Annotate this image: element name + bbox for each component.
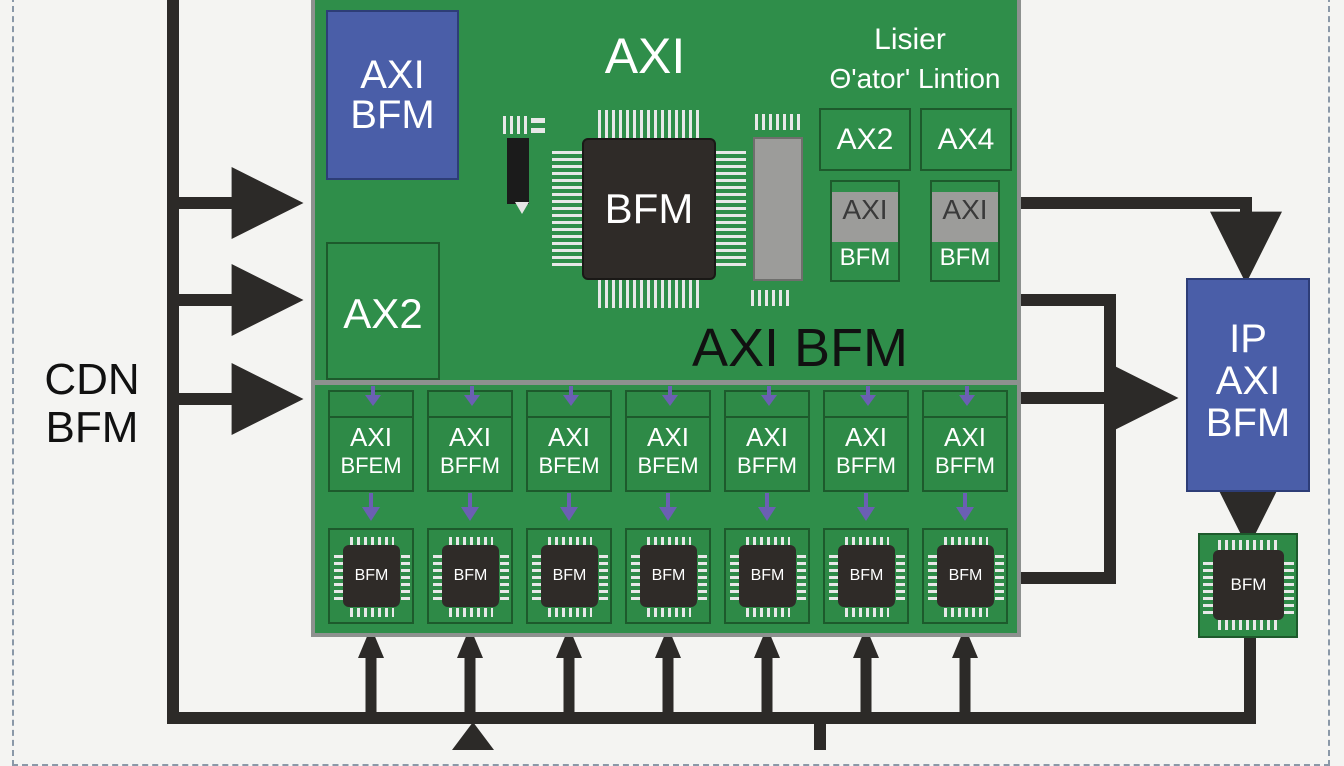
down-arrow-icon [860, 386, 876, 406]
row-cell-line2: BFFM [440, 453, 500, 478]
up-arrow-head [853, 627, 879, 658]
main-chip-pins-left [552, 150, 582, 266]
down-arrow-icon [755, 493, 779, 530]
down-arrow-icon [662, 386, 678, 406]
row-cell-line1: AXI [350, 422, 392, 452]
board-subtitle-1: Lisier [874, 23, 946, 56]
row-cell-line1: AXI [746, 422, 788, 452]
down-arrow-icon [656, 493, 680, 530]
ax2-left-block [326, 242, 440, 380]
up-arrow-head [754, 627, 780, 658]
ip-axi-bfm-block [1186, 278, 1310, 492]
row-cell-line2: BFFM [737, 453, 797, 478]
ax2-small-label: AX2 [836, 123, 894, 156]
main-chip-pins-top [598, 110, 702, 138]
down-arrow-icon [563, 386, 579, 406]
axi-bfm-card-2 [930, 180, 1000, 282]
connector-component [507, 138, 529, 204]
ax4-small-label: AX4 [937, 123, 995, 156]
row-cell-line1: AXI [944, 422, 986, 452]
board-center-label: AXI BFM [691, 318, 909, 378]
up-arrow-head [952, 627, 978, 658]
ax2-left-block-label: AX2 [343, 290, 423, 337]
down-arrow-icon [359, 493, 383, 530]
axi-bfm-block-label: AXI BFM [350, 53, 435, 137]
row-cell-line2: BFEM [637, 453, 699, 478]
up-arrow-head [556, 627, 582, 658]
board-subtitle-2: Θ'ator' Lintion [829, 63, 1001, 94]
ax2-small-block [819, 108, 911, 171]
axi-bfm-card-1-top: AXI [842, 194, 888, 225]
down-arrow-icon [854, 493, 878, 530]
down-arrow-icon [458, 493, 482, 530]
row-cell-line1: AXI [548, 422, 590, 452]
axi-bfm-card-1 [830, 180, 900, 282]
row-cell-chip: BFM [937, 545, 994, 607]
row-cell-chip: BFM [343, 545, 400, 607]
grey-component-pins-top [755, 114, 803, 130]
board-title: AXI [604, 28, 686, 84]
row-cell-line1: AXI [449, 422, 491, 452]
down-arrow-icon [464, 386, 480, 406]
up-arrow-head [655, 627, 681, 658]
axi-bfm-card-2-bottom: BFM [939, 244, 991, 271]
row-cell-chip: BFM [640, 545, 697, 607]
row-cell-line2: BFFM [836, 453, 896, 478]
row-cell-chip-board: BFM [526, 528, 612, 624]
wiring [167, 0, 1284, 750]
cdn-bfm-label: CDN BFM [44, 355, 140, 452]
row-cell-chip-board: BFM [724, 528, 810, 624]
up-arrow-head [358, 627, 384, 658]
row-cell-chip-board: BFM [625, 528, 711, 624]
grey-component [753, 137, 803, 281]
connector-tip [515, 202, 529, 214]
up-arrow-head [457, 627, 483, 658]
board-divider [311, 380, 1021, 385]
row-cell-chip-board: BFM [427, 528, 513, 624]
down-arrow-icon [959, 386, 975, 406]
main-chip-pins-bottom [598, 280, 702, 308]
ip-axi-bfm-label: IP AXI BFM [1205, 317, 1291, 445]
row-cell-chip: BFM [838, 545, 895, 607]
ax4-small-block [920, 108, 1012, 171]
row-cell-chip-board: BFM [922, 528, 1008, 624]
row-cell-line2: BFEM [538, 453, 600, 478]
main-chip-pins-right [716, 150, 746, 266]
main-chip: BFM [582, 138, 716, 280]
row-cell-chip-board: BFM [328, 528, 414, 624]
axi-bfm-card-2-top: AXI [942, 194, 988, 225]
row-cell-line1: AXI [845, 422, 887, 452]
row-cell-chip: BFM [739, 545, 796, 607]
ip-chip: BFM [1213, 550, 1284, 620]
down-arrow-icon [365, 386, 381, 406]
row-cell-line2: BFEM [340, 453, 402, 478]
down-arrow-icon [557, 493, 581, 530]
row-cell-chip: BFM [442, 545, 499, 607]
connector-pins [503, 116, 527, 134]
row-cell-chip: BFM [541, 545, 598, 607]
axi-bfm-block [326, 10, 459, 180]
row-cell-chip-board: BFM [823, 528, 909, 624]
down-arrow-icon [761, 386, 777, 406]
row-cell-line1: AXI [647, 422, 689, 452]
down-arrow-icon [953, 493, 977, 530]
row-cell-line2: BFFM [935, 453, 995, 478]
grey-component-pins-bottom [751, 290, 791, 306]
axi-bfm-card-1-bottom: BFM [839, 244, 891, 271]
